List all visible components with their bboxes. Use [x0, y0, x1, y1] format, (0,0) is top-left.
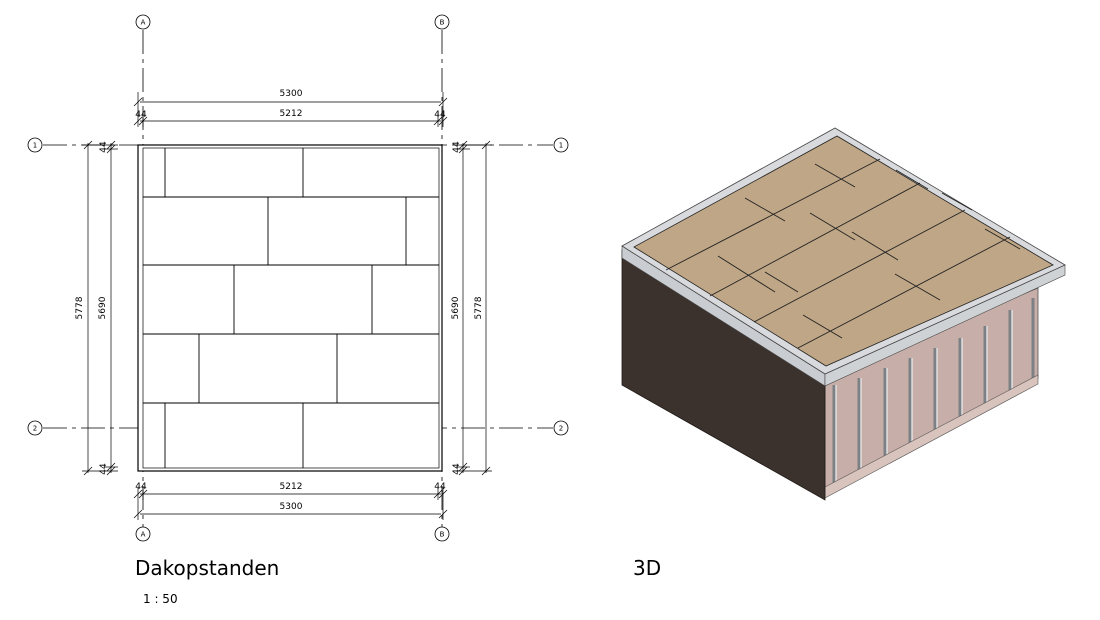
roof-panel-field	[633, 135, 1054, 367]
dimension-bottom	[133, 488, 448, 520]
dimension-left	[82, 140, 118, 476]
grid-label-2-left: 2	[33, 425, 37, 433]
grid-bubble-2-right: 2	[553, 420, 569, 436]
grid-label-a-top: A	[141, 19, 146, 27]
dim-right-offset-top: 44	[452, 141, 462, 153]
dim-left-overall: 5778	[75, 296, 85, 319]
dimension-top	[133, 92, 448, 127]
grid-bubble-1-right: 1	[553, 137, 569, 153]
dim-top-overall: 5300	[280, 89, 303, 99]
view-3d-title: 3D	[633, 556, 661, 580]
dim-bottom-offset-right: 44	[434, 482, 446, 492]
dimension-right	[456, 140, 492, 476]
grid-label-2-right: 2	[559, 425, 563, 433]
grid-bubble-a-top: A	[135, 14, 151, 30]
grid-label-1-right: 1	[559, 142, 563, 150]
view-3d: 3D	[621, 127, 1066, 580]
dim-left-offset-top: 44	[99, 141, 109, 153]
dim-left-offset-bottom: 44	[99, 463, 109, 475]
grid-bubble-1-left: 1	[27, 137, 43, 153]
wall-mullion-highlights	[835, 310, 1013, 485]
roof-inner-outline	[142, 147, 440, 469]
grid-bubble-b-top: B	[434, 14, 450, 30]
grid-bubble-2-left: 2	[27, 420, 43, 436]
dim-bottom-offset-left: 44	[135, 482, 147, 492]
dim-bottom-overall: 5300	[280, 502, 303, 512]
plan-view: A B A B 1 1 2 2	[27, 14, 569, 606]
grid-bubble-b-bottom: B	[434, 526, 450, 542]
dim-bottom-inner: 5212	[280, 482, 303, 492]
plan-view-scale: 1 : 50	[143, 592, 178, 606]
dim-top-inner: 5212	[280, 109, 303, 119]
roof-panel-layout	[143, 148, 439, 468]
wall-mullions	[832, 298, 1035, 485]
roof-outline	[137, 144, 443, 472]
dim-right-offset-bottom: 44	[452, 463, 462, 475]
grid-label-b-bottom: B	[440, 531, 445, 539]
dim-right-overall: 5778	[474, 296, 484, 319]
grid-label-1-left: 1	[33, 142, 37, 150]
grid-label-b-top: B	[440, 19, 445, 27]
dim-top-offset-right: 44	[434, 110, 446, 120]
dim-left-inner: 5690	[98, 296, 108, 319]
dim-top-offset-left: 44	[135, 110, 147, 120]
roof-panel-joints	[665, 158, 1021, 349]
dim-right-inner: 5690	[451, 296, 461, 319]
plan-view-title: Dakopstanden	[135, 556, 279, 580]
grid-label-a-bottom: A	[141, 531, 146, 539]
grid-bubble-a-bottom: A	[135, 526, 151, 542]
